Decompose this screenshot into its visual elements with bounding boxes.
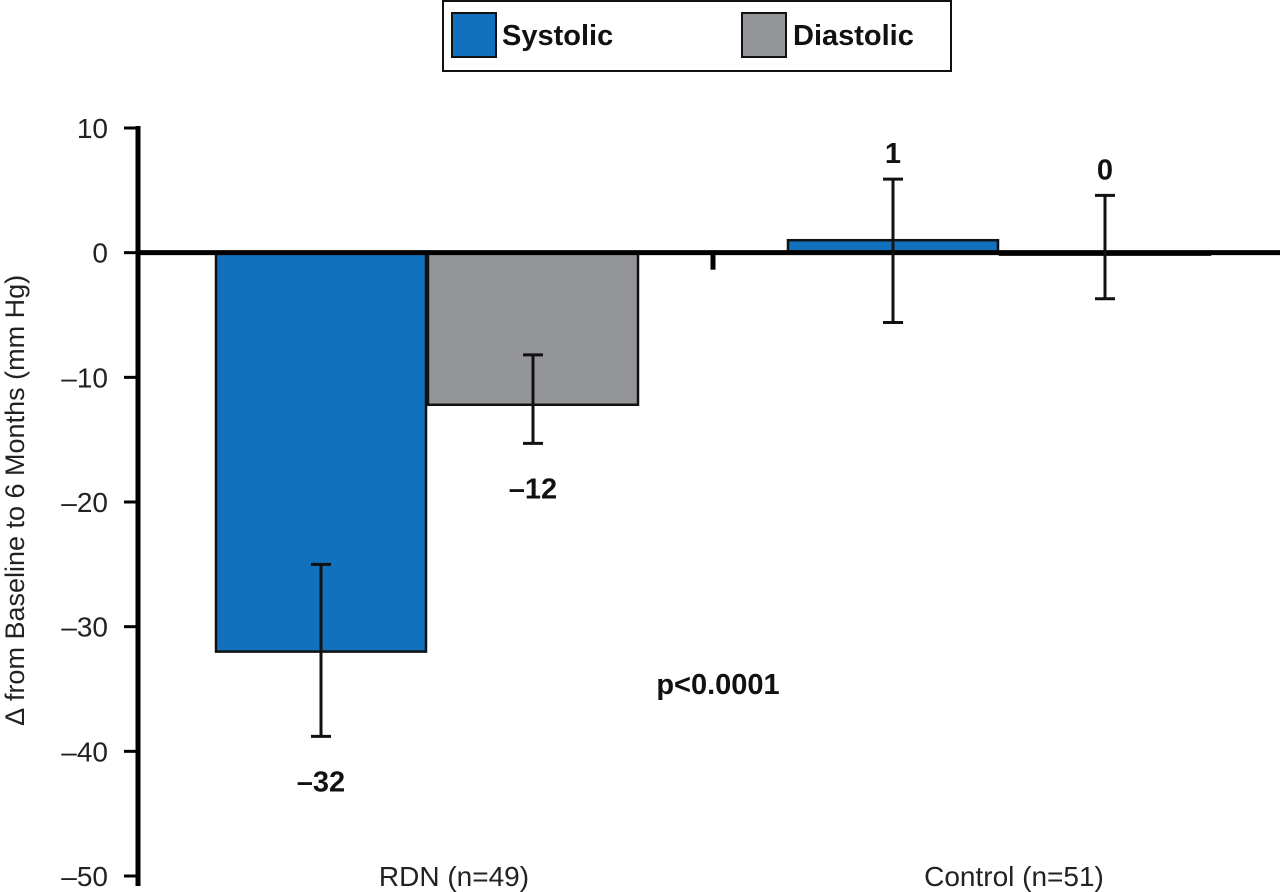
y-tick-label: –30 — [61, 612, 108, 643]
y-tick-label: –50 — [61, 861, 108, 892]
value-label-diastolic-control: 0 — [1097, 154, 1113, 186]
legend-label-diastolic: Diastolic — [793, 20, 914, 52]
value-label-systolic-control: 1 — [885, 138, 901, 170]
legend-label-systolic: Systolic — [502, 20, 613, 52]
plot-area: 10 0 –10 –20 –30 –40 –50 –32 1 –12 0 — [61, 113, 1280, 892]
y-tick-label: –40 — [61, 736, 108, 767]
category-label-control: Control (n=51) — [924, 861, 1104, 892]
y-tick-label: –10 — [61, 362, 108, 393]
y-tick-label: 0 — [92, 238, 108, 269]
value-label-systolic-rdn: –32 — [297, 766, 345, 798]
y-tick-label: 10 — [77, 113, 108, 144]
y-tick-label: –20 — [61, 487, 108, 518]
legend-frame — [442, 0, 952, 72]
p-value-annotation: p<0.0001 — [656, 669, 779, 701]
y-axis-title: ∆ from Baseline to 6 Months (mm Hg) — [0, 275, 30, 725]
category-label-rdn: RDN (n=49) — [379, 861, 529, 892]
legend: Systolic Diastolic — [442, 0, 952, 72]
legend-swatch-diastolic — [741, 12, 787, 58]
value-label-diastolic-rdn: –12 — [509, 473, 557, 505]
legend-swatch-systolic — [451, 12, 497, 58]
